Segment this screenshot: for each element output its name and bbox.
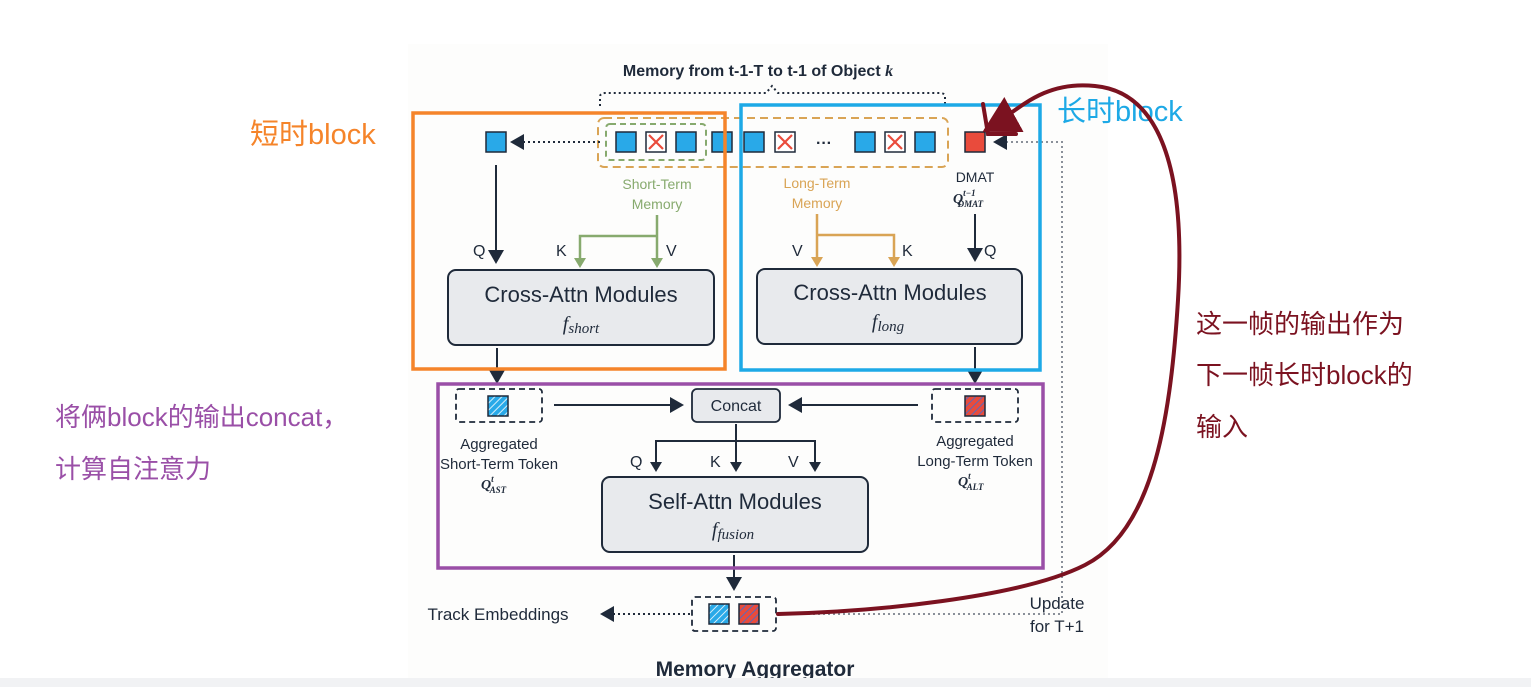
arrowhead-q-self — [650, 462, 662, 472]
q-label-self: Q — [630, 454, 642, 471]
output-annotation: 这一帧的输出作为下一帧长时block的输入 — [1196, 309, 1413, 442]
memory-brace — [599, 84, 946, 106]
memory-token — [711, 131, 733, 153]
short-block-annotation: 短时block — [250, 118, 376, 151]
arrowhead-k-short — [574, 258, 586, 268]
concat-label: Concat — [711, 398, 762, 415]
feedback-arrow-head-stroke — [981, 102, 1018, 136]
output-token-short — [708, 603, 730, 625]
track-embeddings-label: Track Embeddings — [427, 605, 568, 624]
short-term-memory-group — [605, 123, 707, 161]
short-query-token — [485, 131, 507, 153]
agg-short-token — [487, 395, 509, 417]
output-token-long — [738, 603, 760, 625]
fusion-block-highlight — [436, 382, 1045, 570]
cross-icon — [887, 134, 903, 150]
memory-ellipsis: ··· — [816, 135, 832, 152]
feedback-arrow — [776, 83, 1182, 616]
v-label-self: V — [788, 454, 799, 471]
f-fusion-label: ffusion — [712, 519, 754, 543]
arrow-concat-to-self-attn — [655, 424, 816, 464]
v-label-long: V — [792, 243, 803, 260]
cross-attn-short-label: Cross-Attn Modules — [484, 282, 677, 307]
f-short-label: fshort — [563, 313, 600, 337]
discard-cross-icons — [648, 134, 903, 150]
bottom-bar — [0, 678, 1531, 687]
v-label-short: V — [666, 243, 677, 260]
cross-icon — [777, 134, 793, 150]
memory-token — [675, 131, 697, 153]
update-dotted-path — [993, 134, 1063, 615]
cross-attn-short-module — [447, 269, 715, 346]
dmat-label: DMAT — [956, 169, 995, 185]
arrowhead-k-self — [730, 462, 742, 472]
k-label-short: K — [556, 243, 567, 260]
self-attn-module — [601, 476, 869, 553]
agg-long-token-frame — [931, 388, 1019, 423]
self-attn-label: Self-Attn Modules — [648, 489, 822, 514]
memory-token — [914, 131, 936, 153]
concat-box — [691, 388, 781, 423]
k-label-self: K — [710, 454, 721, 471]
arrow-kv-short — [578, 215, 659, 263]
dmat-token — [964, 131, 986, 153]
memory-token — [854, 131, 876, 153]
arrowhead-k-long — [888, 257, 900, 267]
k-label-long: K — [902, 243, 913, 260]
concat-annotation: 将俩block的输出concat，计算自注意力 — [55, 402, 348, 484]
q-label-long: Q — [984, 243, 996, 260]
cross-icon — [648, 134, 664, 150]
cross-attn-long-module — [756, 268, 1023, 345]
long-block-annotation: 长时block — [1057, 95, 1183, 128]
arrowhead-v-short — [651, 258, 663, 268]
agg-long-token — [964, 395, 986, 417]
memory-token — [743, 131, 765, 153]
short-block-highlight — [411, 111, 727, 371]
agg-short-token-frame — [455, 388, 543, 423]
output-token-frame — [691, 596, 777, 632]
figure-footer: Memory Aggregator — [656, 658, 855, 681]
cross-attn-long-label: Cross-Attn Modules — [793, 280, 986, 305]
long-block-highlight — [739, 103, 1042, 372]
arrow-kv-long — [815, 214, 896, 262]
f-long-label: flong — [872, 311, 905, 335]
q-label-short: Q — [473, 243, 485, 260]
memory-token-row — [615, 131, 936, 153]
arrowhead-v-self — [809, 462, 821, 472]
arrowhead-v-long — [811, 257, 823, 267]
figure-title: Memory from t-1-T to t-1 of Object k — [623, 63, 893, 80]
memory-token — [615, 131, 637, 153]
